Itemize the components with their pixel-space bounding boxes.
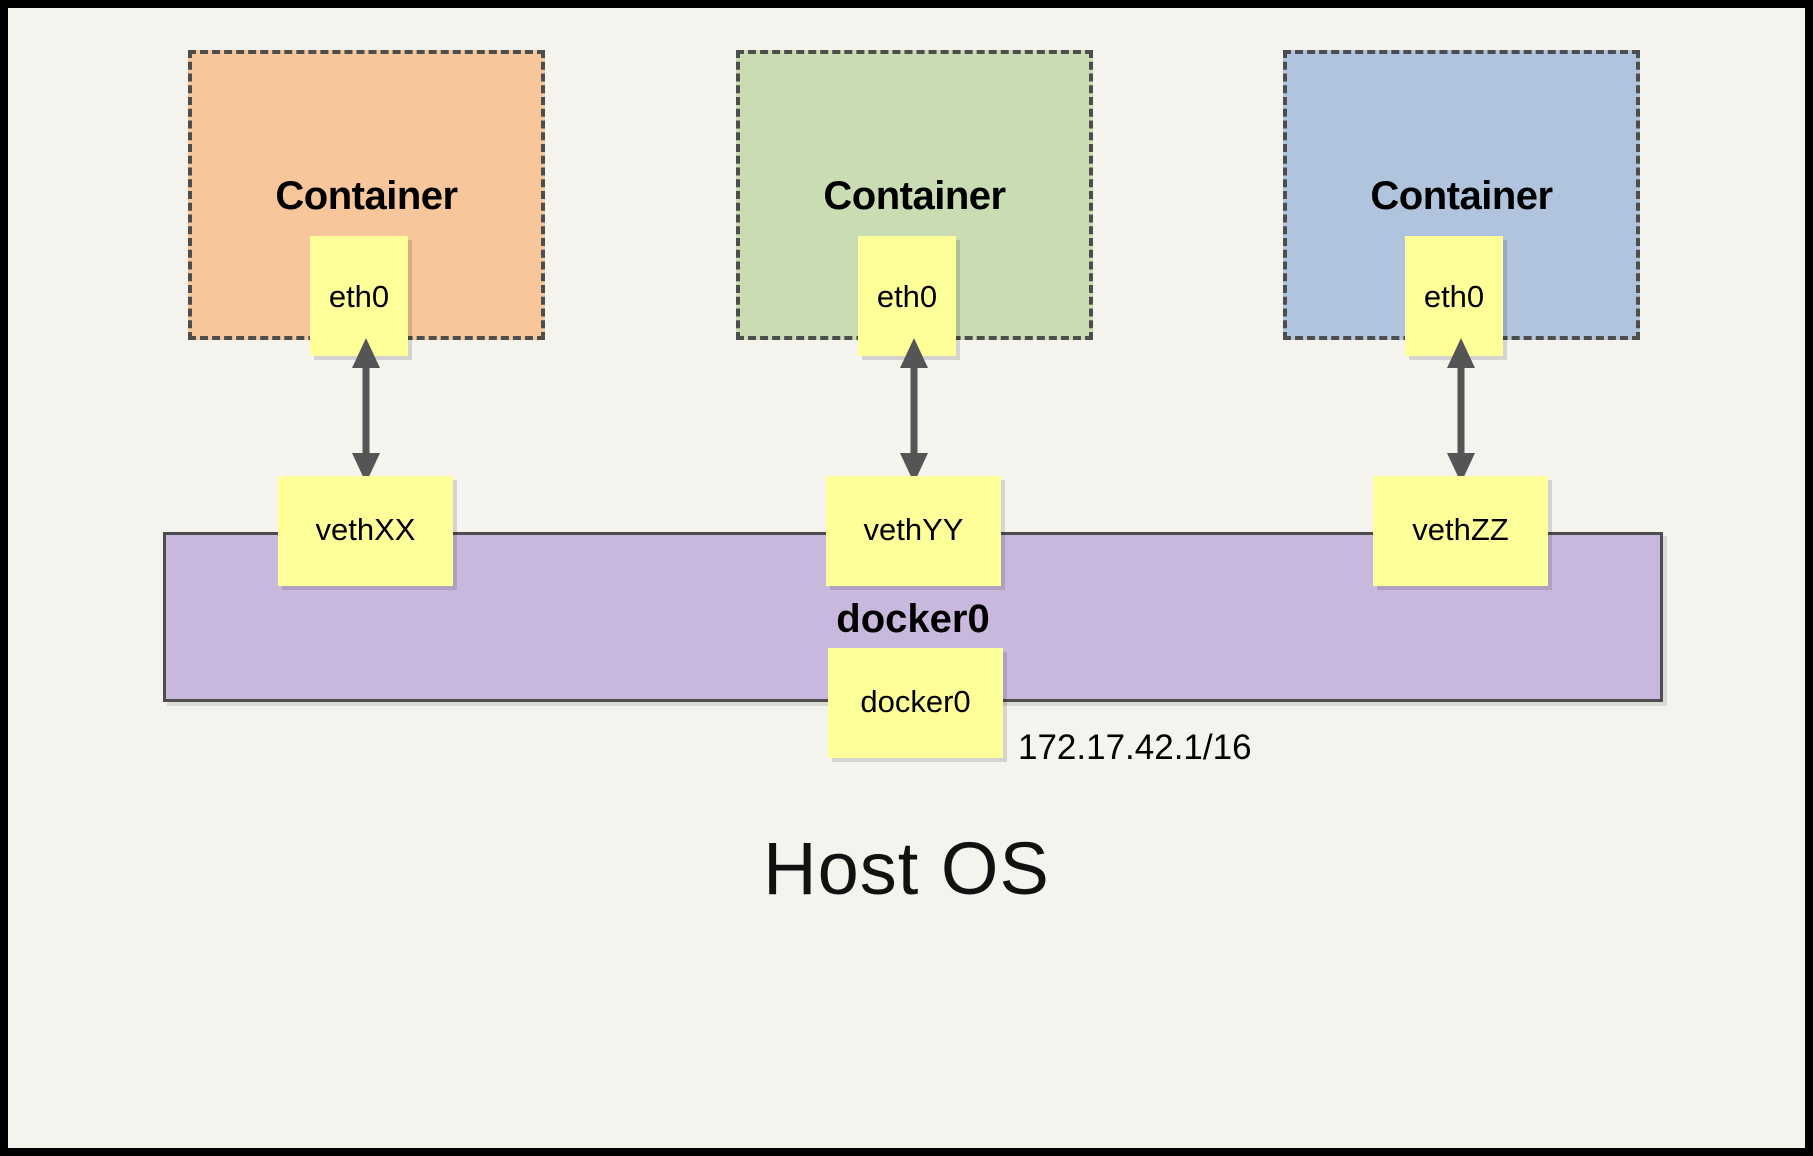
docker0-note-label: docker0 bbox=[860, 684, 971, 719]
veth-interface-2: vethYY bbox=[826, 476, 1001, 586]
link-arrow-3 bbox=[1447, 338, 1475, 483]
eth0-label-1: eth0 bbox=[328, 279, 390, 314]
veth-label-2: vethYY bbox=[863, 512, 964, 547]
host-os-label: Host OS bbox=[763, 827, 1050, 910]
docker0-ip-address: 172.17.42.1/16 bbox=[1018, 728, 1252, 767]
container-title-3: Container bbox=[1370, 174, 1553, 218]
veth-label-1: vethXX bbox=[315, 512, 416, 547]
container-box-2: Container bbox=[736, 50, 1093, 340]
docker0-bridge-label: docker0 bbox=[836, 597, 990, 641]
eth0-interface-2: eth0 bbox=[858, 236, 956, 356]
link-arrow-2 bbox=[900, 338, 928, 483]
veth-interface-3: vethZZ bbox=[1373, 476, 1548, 586]
diagram-canvas: Container eth0 Container eth0 Container … bbox=[8, 8, 1805, 1148]
link-arrow-1 bbox=[352, 338, 380, 483]
eth0-label-3: eth0 bbox=[1423, 279, 1485, 314]
container-title-2: Container bbox=[823, 174, 1006, 218]
docker0-interface-note: docker0 bbox=[828, 648, 1003, 758]
eth0-interface-1: eth0 bbox=[310, 236, 408, 356]
eth0-label-2: eth0 bbox=[876, 279, 938, 314]
eth0-interface-3: eth0 bbox=[1405, 236, 1503, 356]
veth-label-3: vethZZ bbox=[1412, 512, 1509, 547]
container-title-1: Container bbox=[275, 174, 458, 218]
veth-interface-1: vethXX bbox=[278, 476, 453, 586]
